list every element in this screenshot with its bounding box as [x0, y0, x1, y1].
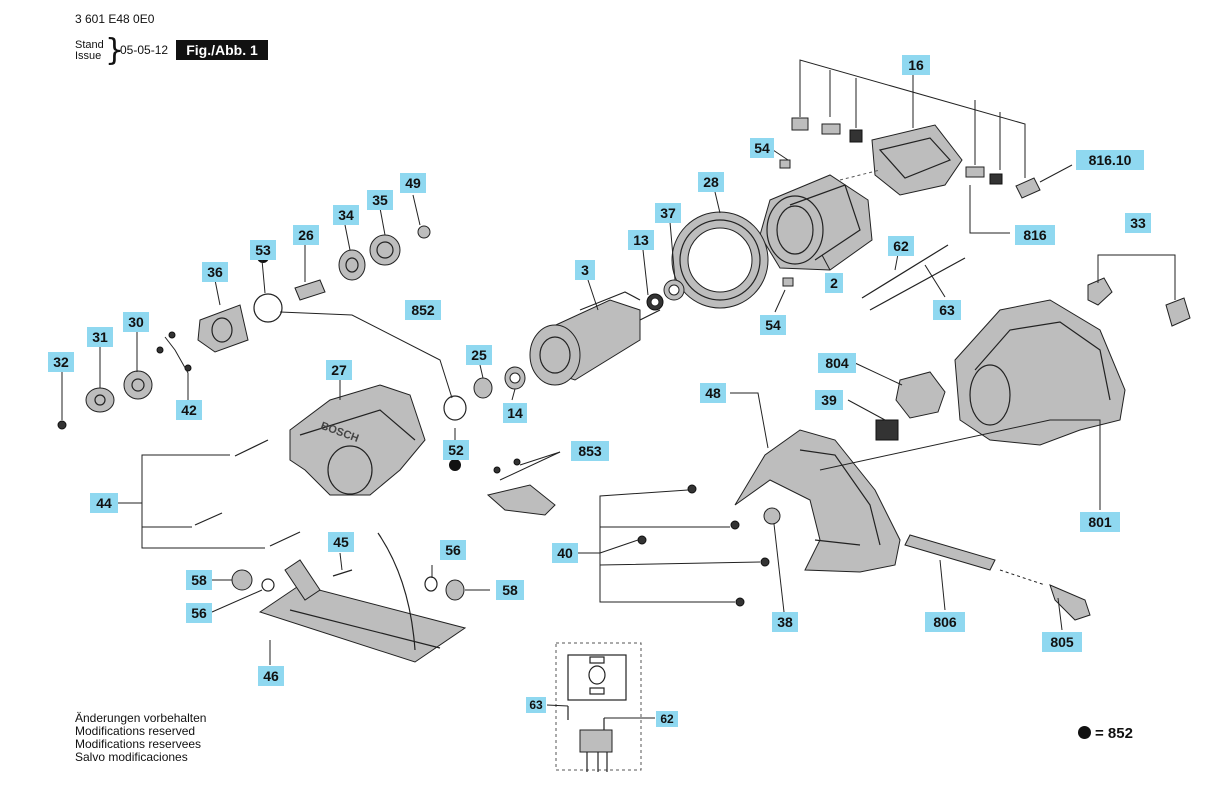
callout-54-bottom: 54: [760, 315, 786, 335]
wire-63: [869, 257, 966, 311]
callout-805: 805: [1042, 632, 1082, 652]
pin-45: [332, 569, 353, 577]
note-es: Salvo modificaciones: [75, 750, 188, 764]
legend-text: = 852: [1095, 725, 1133, 742]
callout-25: 25: [466, 345, 492, 365]
callout-46: 46: [258, 666, 284, 686]
callout-52: 52: [443, 440, 469, 460]
callout-63-schematic: 63: [526, 697, 546, 713]
dot-852: [449, 459, 461, 471]
screw: [194, 512, 223, 526]
callout-58-left: 58: [186, 570, 212, 590]
callout-13: 13: [628, 230, 654, 250]
callout-54-top: 54: [750, 138, 774, 158]
callout-28: 28: [698, 172, 724, 192]
callout-62-schematic: 62: [656, 711, 678, 727]
callout-49: 49: [400, 173, 426, 193]
washer-left: [261, 578, 275, 592]
doc-number: 3 601 E48 0E0: [75, 12, 155, 26]
washer-right: [424, 576, 438, 592]
switch: [895, 371, 946, 419]
callout-816-10: 816.10: [1076, 150, 1144, 170]
callout-26: 26: [293, 225, 319, 245]
callout-62-top: 62: [888, 236, 914, 256]
wiring-schematic: [555, 642, 642, 772]
knob-left: [231, 569, 253, 591]
callout-48: 48: [700, 383, 726, 403]
callout-37: 37: [655, 203, 681, 223]
switch-button: [875, 419, 899, 441]
callout-30: 30: [123, 312, 149, 332]
callout-33: 33: [1125, 213, 1151, 233]
guide-853: [486, 484, 556, 516]
brace-glyph: }: [105, 33, 125, 68]
stator: [759, 159, 873, 287]
callout-3: 3: [575, 260, 595, 280]
callout-63-top: 63: [933, 300, 961, 320]
callout-53: 53: [250, 240, 276, 260]
stand-label: Stand: [75, 39, 104, 51]
callout-853: 853: [571, 441, 609, 461]
pinion: [473, 377, 493, 399]
callout-801: 801: [1080, 512, 1120, 532]
figure-label: Fig./Abb. 1: [176, 40, 268, 60]
armature: [529, 291, 661, 386]
knob-38: [763, 507, 781, 525]
issue-date: 05-05-12: [120, 43, 169, 57]
callout-2: 2: [825, 273, 843, 293]
callout-816: 816: [1015, 225, 1055, 245]
brush-holder-assembly: [791, 59, 1041, 199]
ring-852: [443, 395, 467, 421]
callout-56-top: 56: [440, 540, 466, 560]
handle: [734, 429, 901, 573]
legend: = 852: [1078, 724, 1133, 744]
note-de: Änderungen vorbehalten: [75, 711, 207, 725]
issue-label: Issue: [75, 50, 102, 62]
callout-44: 44: [90, 493, 118, 513]
blade-guard: BOSCH: [289, 384, 426, 496]
callout-36: 36: [202, 262, 228, 282]
callout-40: 40: [552, 543, 578, 563]
callout-14: 14: [503, 403, 527, 423]
power-cable: [904, 534, 1091, 621]
callout-42: 42: [176, 400, 202, 420]
motor-housing: [954, 277, 1191, 446]
callout-35: 35: [367, 190, 393, 210]
callout-852: 852: [405, 300, 441, 320]
leader-lines: [61, 75, 1176, 719]
callout-27: 27: [326, 360, 352, 380]
wire-62: [861, 244, 949, 299]
note-fr: Modifications reservees: [75, 737, 202, 751]
callout-806: 806: [925, 612, 965, 632]
knob-right: [445, 579, 465, 601]
screw: [269, 531, 301, 547]
callout-56-bottom: 56: [186, 603, 212, 623]
base-plate: [258, 532, 467, 663]
bullet-icon: [1078, 726, 1091, 739]
fan-baffle: [671, 211, 769, 309]
callout-804: 804: [818, 353, 856, 373]
screw: [234, 439, 269, 457]
callout-39: 39: [815, 390, 843, 410]
note-en: Modifications reserved: [75, 724, 196, 738]
callout-34: 34: [333, 205, 359, 225]
callout-16: 16: [902, 55, 930, 75]
callout-38: 38: [772, 612, 798, 632]
drive-parts: [57, 225, 431, 430]
callout-58-right: 58: [496, 580, 524, 600]
callout-31: 31: [87, 327, 113, 347]
callout-32: 32: [48, 352, 74, 372]
callout-45: 45: [328, 532, 354, 552]
